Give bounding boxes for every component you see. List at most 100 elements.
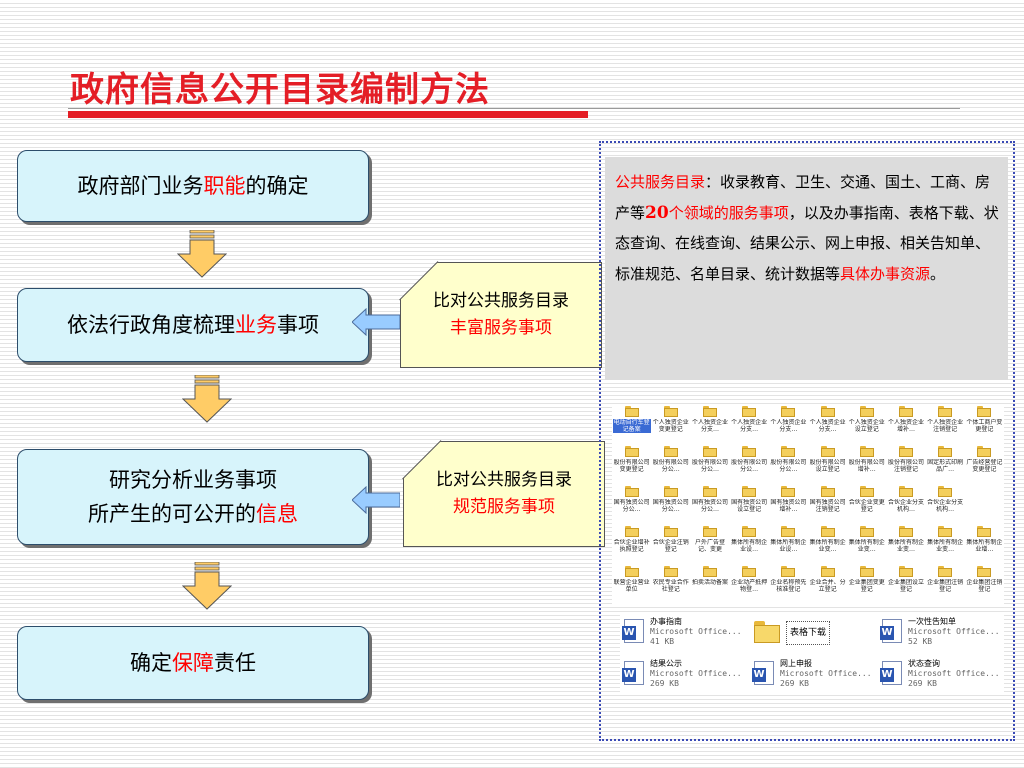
folder-label: 企业合并、分立登记 [809,579,846,593]
folder-item[interactable]: 国有独资公司分公… [612,484,651,524]
folder-label: 股份有限公司变更登记 [613,459,650,473]
folder-item[interactable]: 个人独资企业分支… [690,404,729,444]
folder-item[interactable]: 国有独资公司增补… [769,484,808,524]
callout-1-line1: 比对公共服务目录 [433,291,569,311]
callout-2-line2: 规范服务事项 [453,497,555,517]
folder-item[interactable]: 固定形式印刷品广… [926,444,965,484]
folder-item[interactable]: 集体所有制企业增… [965,524,1004,564]
folder-item[interactable]: 股份有限公司变更登记 [612,444,651,484]
folder-item[interactable]: 个人独资企业分支… [730,404,769,444]
folder-label: 集体所有制企业设… [770,539,807,553]
folder-item[interactable]: 联营企业营业单位 [612,564,651,604]
folder-item[interactable]: 广告经营登记变更登记 [965,444,1004,484]
folder-icon [742,526,757,537]
folder-item[interactable]: 个人独资企业设立登记 [847,404,886,444]
folder-item[interactable]: 合伙企业增补执照登记 [612,524,651,564]
folder-label: 个人独资企业设立登记 [848,419,885,433]
folder-icon [781,486,796,497]
folder-item[interactable]: 国有独资公司分公… [651,484,690,524]
step-3-text: 所产生的可公开的 [88,502,256,526]
folder-icon [702,566,717,577]
folder-icon [859,526,874,537]
file-name: 办事指南 [650,617,682,626]
folder-label: 个人独资企业分支… [691,419,728,433]
folder-label: 个人独资企业注销登记 [927,419,964,433]
file-item[interactable]: W 状态查询 Microsoft Office... 269 KB [880,659,1000,689]
folder-label: 股份有限公司增补… [848,459,885,473]
down-arrow-icon [182,375,232,423]
file-size: 269 KB [650,679,679,688]
folder-item[interactable]: 个人独资企业分支… [769,404,808,444]
folder-item[interactable]: 集体所有制企业变… [808,524,847,564]
folder-label: 电动自行车登记备案 [612,419,651,433]
folder-item[interactable]: 表格下载 [754,621,831,645]
folder-item[interactable] [965,484,1004,524]
folder-item[interactable]: 企业合并、分立登记 [808,564,847,604]
folder-item[interactable]: 国有独资公司分公… [690,484,729,524]
folder-item[interactable]: 个体工商户变更登记 [965,404,1004,444]
folder-item[interactable]: 集体所有制企业设… [730,524,769,564]
folder-item[interactable]: 国有独资公司注销登记 [808,484,847,524]
folder-item[interactable]: 个人独资企业增补… [886,404,925,444]
folder-icon [859,446,874,457]
file-type: Microsoft Office... [780,669,872,678]
folder-item[interactable]: 企业名称预先核准登记 [769,564,808,604]
folder-item[interactable]: 户外广告登记、变更 [690,524,729,564]
folder-item[interactable]: 国有独资公司设立登记 [730,484,769,524]
folder-item[interactable]: 集体所有制企业变… [926,524,965,564]
folder-label: 股份有限公司分公… [652,459,689,473]
folder-item[interactable]: 企业集团变更登记 [847,564,886,604]
file-type: Microsoft Office... [908,627,1000,636]
folder-item[interactable]: 集体所有制企业变… [886,524,925,564]
file-name: 一次性告知单 [908,617,956,626]
folder-item[interactable]: 个人独资企业分支… [808,404,847,444]
folder-icon [742,486,757,497]
folder-icon [898,526,913,537]
callout-2-line1: 比对公共服务目录 [436,470,572,490]
folder-icon [898,486,913,497]
file-type: Microsoft Office... [650,669,742,678]
file-name: 网上申报 [780,659,812,668]
folder-item[interactable]: 股份有限公司分公… [730,444,769,484]
folder-item[interactable]: 股份有限公司分公… [769,444,808,484]
folder-item[interactable]: 农民专业合作社登记 [651,564,690,604]
folder-label: 个人独资企业增补… [887,419,924,433]
folder-item[interactable]: 合伙企业注销登记 [651,524,690,564]
folder-item[interactable]: 股份有限公司增补… [847,444,886,484]
folder-icon [938,446,953,457]
folder-icon [624,406,639,417]
folder-item[interactable]: 电动自行车登记备案 [612,404,651,444]
folder-item[interactable]: 集体所有制企业变… [847,524,886,564]
folder-item[interactable]: 企业动产抵押物登… [730,564,769,604]
file-item[interactable]: W 一次性告知单 Microsoft Office... 52 KB [880,617,1000,647]
folder-item[interactable]: 股份有限公司设立登记 [808,444,847,484]
folder-item[interactable]: 集体所有制企业设… [769,524,808,564]
file-item[interactable]: W 办事指南 Microsoft Office... 41 KB [622,617,742,647]
callout-standardize-services: 比对公共服务目录 规范服务事项 [403,441,605,547]
service-catalog-description: 公共服务目录：收录教育、卫生、交通、国土、工商、房产等20个领域的服务事项，以及… [605,157,1008,380]
folder-item[interactable]: 企业集团设立登记 [886,564,925,604]
folder-item[interactable]: 企业集团注销登记 [926,564,965,604]
word-doc-icon: W [622,661,644,685]
folder-label: 拍卖活动备案 [691,579,728,586]
folder-item[interactable]: 股份有限公司分公… [690,444,729,484]
folder-item[interactable]: 合伙企业分支机构… [926,484,965,524]
folder-label: 国有独资公司注销登记 [809,499,846,513]
left-arrow-icon [352,486,400,514]
folder-label: 股份有限公司注销登记 [887,459,924,473]
callout-2-corner [402,440,442,480]
folder-item[interactable]: 合伙企业分支机构… [886,484,925,524]
folder-item[interactable]: 股份有限公司注销登记 [886,444,925,484]
folder-icon [898,566,913,577]
folder-item[interactable]: 个人独资企业变更登记 [651,404,690,444]
folder-label: 国有独资公司分公… [691,499,728,513]
file-item[interactable]: W 结果公示 Microsoft Office... 269 KB [622,659,742,689]
folder-item[interactable]: 个人独资企业注销登记 [926,404,965,444]
folder-item[interactable]: 股份有限公司分公… [651,444,690,484]
folder-item[interactable]: 企业集团注销登记 [965,564,1004,604]
folder-label: 联营企业营业单位 [613,579,650,593]
folder-item[interactable]: 拍卖活动备案 [690,564,729,604]
file-item[interactable]: W 网上申报 Microsoft Office... 269 KB [752,659,872,689]
file-size: 52 KB [908,637,933,646]
folder-item[interactable]: 合伙企业变更登记 [847,484,886,524]
